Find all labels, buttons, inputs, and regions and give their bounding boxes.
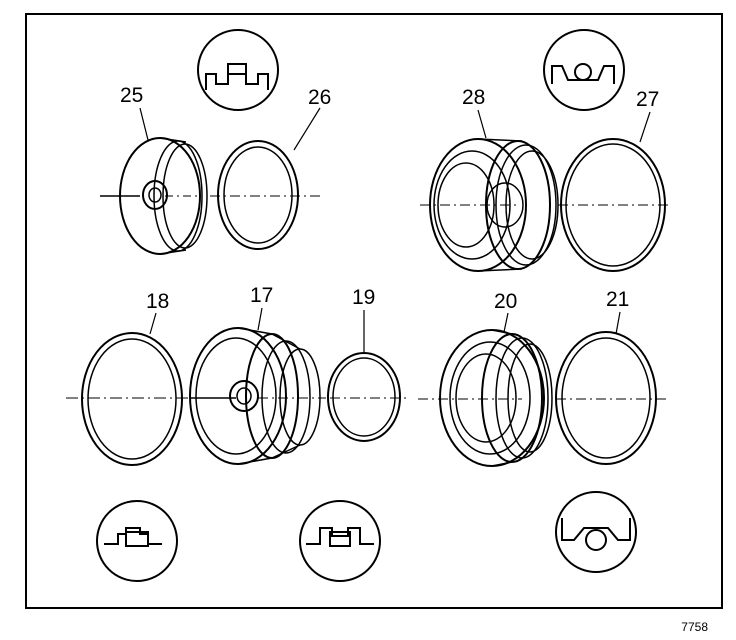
callout-18: 18 [146, 290, 169, 313]
leader-17 [257, 307, 263, 331]
callout-27: 27 [636, 88, 659, 111]
leader-25 [139, 107, 149, 141]
part-19-seal-ring [327, 352, 406, 442]
leader-28 [477, 109, 487, 139]
leader-20 [503, 312, 509, 333]
leader-26 [293, 107, 321, 151]
callout-28: 28 [462, 86, 485, 109]
part-27-seal-ring [558, 138, 672, 272]
seal-profile-square-icon [299, 500, 381, 582]
leader-18 [149, 312, 157, 335]
seal-profile-round-icon [555, 491, 637, 573]
part-17-piston [189, 327, 326, 465]
part-21-seal-ring [555, 331, 668, 465]
part-25-piston [100, 137, 208, 255]
callout-17: 17 [250, 284, 273, 307]
part-18-seal-ring [66, 332, 192, 466]
callout-21: 21 [606, 288, 629, 311]
diagram-border [25, 13, 723, 609]
callout-26: 26 [308, 86, 331, 109]
callout-25: 25 [120, 84, 143, 107]
leader-27 [639, 111, 651, 143]
seal-profile-flat-icon [197, 29, 279, 111]
leader-21 [615, 311, 621, 335]
figure-number: 7758 [681, 620, 708, 634]
part-28-piston [420, 138, 559, 272]
callout-19: 19 [352, 286, 375, 309]
part-20-piston [418, 329, 553, 467]
part-26-seal-ring [210, 140, 322, 250]
callout-20: 20 [494, 290, 517, 313]
seal-profile-o-ring-icon [543, 29, 625, 111]
seal-profile-lip-icon [96, 500, 178, 582]
